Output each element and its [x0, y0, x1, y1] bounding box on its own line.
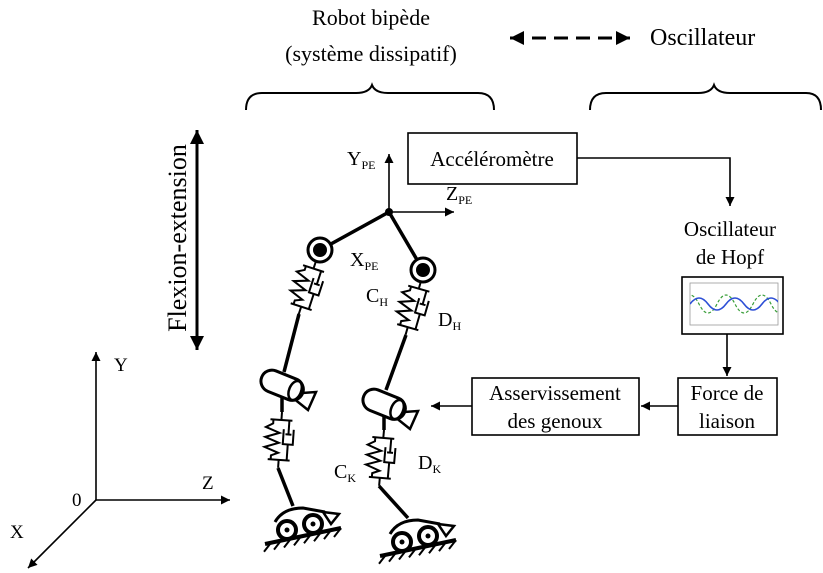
- world-origin-label: 0: [72, 490, 82, 511]
- plot-series-solid: [690, 297, 778, 311]
- pelvis-z-label: ZPE: [446, 183, 472, 207]
- right-leg: [358, 211, 458, 566]
- hip-damping-sub: H: [452, 319, 461, 333]
- pelvis-x-main: X: [350, 249, 365, 271]
- hip-damping-main: D: [438, 309, 452, 331]
- hopf-label-line2: de Hopf: [696, 245, 764, 269]
- world-x-label: X: [10, 522, 24, 543]
- robot-title-line2: (système dissipatif): [285, 41, 457, 66]
- pelvis-frame: YPE ZPE XPE: [347, 148, 472, 273]
- robot-brace: [245, 82, 495, 111]
- pelvis-y-label: YPE: [347, 148, 375, 172]
- plot-series-dashed: [690, 294, 778, 314]
- right-knee-joint: [358, 384, 420, 431]
- world-y-label: Y: [114, 355, 128, 376]
- right-foot: [377, 518, 458, 566]
- pelvis-x-sub: PE: [364, 259, 378, 273]
- pelvis-y-main: Y: [347, 148, 361, 170]
- right-shank-lower: [377, 484, 410, 520]
- knee-stiffness-label: CK: [334, 461, 356, 485]
- oscillator-header: Oscillateur: [650, 25, 755, 51]
- knee-damping-label: DK: [418, 452, 441, 476]
- left-knee-spring-damper: [262, 409, 296, 470]
- hopf-label-line1: Oscillateur: [684, 217, 776, 241]
- accelerometer-box: [407, 132, 578, 185]
- hip-damping-label: DH: [438, 309, 461, 333]
- hopf-oscillation-plot: [681, 276, 784, 335]
- left-shank-lower: [276, 467, 295, 507]
- left-thigh: [282, 313, 301, 373]
- plot-area: [689, 282, 779, 326]
- pelvis-z-main: Z: [446, 183, 458, 205]
- robot-title-line1: Robot bipède: [312, 5, 430, 30]
- world-axes: Y Z 0 X: [10, 352, 230, 569]
- knee-stiffness-sub: K: [347, 471, 356, 485]
- accelerometer-label: Accéléromètre: [430, 147, 554, 171]
- flexion-extension-label: Flexion-extension: [163, 144, 192, 332]
- knee-control-label-line1: Asservissement: [489, 381, 621, 405]
- pelvis-point: [385, 208, 393, 216]
- force-box: [677, 377, 778, 436]
- force-label-line2: liaison: [699, 409, 755, 433]
- knee-control-box: [471, 377, 640, 436]
- hip-stiffness-sub: H: [379, 295, 388, 309]
- knee-damping-main: D: [418, 452, 432, 474]
- right-thigh: [384, 334, 408, 391]
- force-label-line1: Force de: [691, 381, 764, 405]
- hip-stiffness-main: C: [366, 285, 379, 307]
- left-foot: [262, 506, 343, 554]
- knee-damping-sub: K: [432, 462, 441, 476]
- oscillator-brace: [589, 82, 822, 111]
- left-knee-joint: [256, 365, 318, 412]
- pelvis-z-sub: PE: [458, 193, 472, 207]
- left-hip-joint-core: [313, 243, 327, 257]
- pelvis-x-label: XPE: [350, 249, 378, 273]
- pelvis-y-sub: PE: [361, 158, 375, 172]
- right-hip-joint-core: [416, 263, 430, 277]
- hip-stiffness-label: CH: [366, 285, 388, 309]
- left-hip-spring-damper: [283, 255, 330, 320]
- world-z-label: Z: [202, 473, 214, 494]
- right-hip-spring-damper: [390, 275, 435, 340]
- arrow-accelerometer-to-hopf: [577, 157, 735, 206]
- right-knee-spring-damper: [363, 427, 398, 488]
- knee-stiffness-main: C: [334, 461, 347, 483]
- knee-control-label-line2: des genoux: [507, 409, 603, 433]
- world-x-axis: [27, 499, 97, 569]
- left-leg: [256, 210, 390, 554]
